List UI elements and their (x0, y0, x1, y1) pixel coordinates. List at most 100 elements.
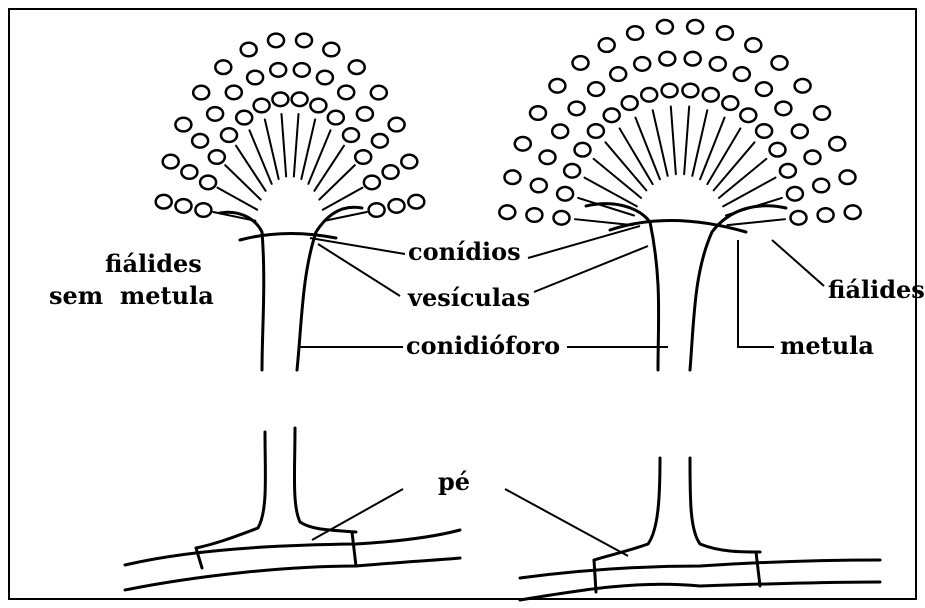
conidium-spore (610, 67, 626, 81)
conidium-spore (622, 96, 638, 110)
conidium-spore (505, 170, 521, 184)
conidium-spore (775, 102, 791, 116)
phialide (620, 128, 653, 184)
conidium-spore (569, 102, 585, 116)
conidium-spore (840, 170, 856, 184)
conidium-spore (627, 26, 643, 40)
conidium-spore (845, 205, 861, 219)
conidium-spore (357, 107, 373, 121)
conidium-spore (530, 106, 546, 120)
conidium-spore (383, 165, 399, 179)
conidium-spore (662, 84, 678, 98)
conidium-spore (717, 26, 733, 40)
conidium-spore (349, 60, 365, 74)
conidium-spore (756, 82, 772, 96)
conidium-spore (247, 71, 263, 85)
conidium-spore (526, 208, 542, 222)
leader-conidios-right (528, 226, 640, 258)
conidium-spore (703, 88, 719, 102)
conidium-spore (272, 93, 288, 107)
phialide (727, 219, 785, 225)
conidium-spore (343, 128, 359, 142)
phialide (236, 146, 266, 191)
label-vesiculas: vesículas (408, 286, 530, 310)
conidium-spore (588, 124, 604, 138)
label-conidios: conídios (408, 240, 521, 264)
conidium-spore (209, 150, 225, 164)
phialide (575, 219, 633, 225)
conidium-spore (369, 203, 385, 217)
conidium-spore (241, 43, 257, 57)
conidium-spore (814, 106, 830, 120)
conidium-spore (193, 86, 209, 100)
conidium-spore (515, 137, 531, 151)
conidium-spore (745, 38, 761, 52)
right-conidiophore (499, 20, 860, 370)
conidium-spore (552, 125, 568, 139)
conidium-spore (226, 86, 242, 100)
conidium-spore (795, 79, 811, 93)
right-foot-cell (520, 458, 880, 600)
conidium-spore (389, 199, 405, 213)
conidium-spore (254, 99, 270, 113)
label-sem-metula: sem metula (49, 284, 214, 308)
phialide (684, 106, 689, 174)
conidium-spore (756, 124, 772, 138)
conidium-spore (813, 179, 829, 193)
label-fialides-right: fiálides (828, 278, 925, 302)
conidium-spore (780, 164, 796, 178)
conidium-spore (296, 34, 312, 48)
leader-fialides-right (772, 240, 824, 286)
conidium-spore (805, 151, 821, 165)
conidium-spore (549, 79, 565, 93)
conidium-spore (268, 34, 284, 48)
conidium-spore (221, 128, 237, 142)
left-conidial-head (156, 34, 425, 221)
conidium-spore (181, 165, 197, 179)
conidium-spore (195, 203, 211, 217)
conidium-spore (791, 211, 807, 225)
leader-metula (738, 240, 774, 347)
conidium-spore (389, 118, 405, 132)
conidium-spore (192, 134, 208, 148)
conidium-spore (792, 125, 808, 139)
conidium-spore (540, 151, 556, 165)
conidium-spore (682, 84, 698, 98)
leader-vesiculas-right (534, 246, 648, 292)
conidium-spore (270, 63, 286, 77)
conidium-spore (657, 20, 673, 34)
conidium-spore (401, 155, 417, 169)
conidium-spore (292, 93, 308, 107)
leader-pe-left (312, 489, 403, 540)
phialide (714, 142, 755, 190)
conidium-spore (710, 57, 726, 71)
conidium-spore (818, 208, 834, 222)
conidium-spore (215, 60, 231, 74)
conidium-spore (588, 82, 604, 96)
conidium-spore (564, 164, 580, 178)
conidium-spore (372, 134, 388, 148)
leader-lines (300, 226, 824, 556)
conidium-spore (408, 195, 424, 209)
label-metula: metula (780, 334, 874, 358)
phialide (671, 106, 676, 174)
conidium-spore (829, 137, 845, 151)
conidium-spore (685, 52, 701, 66)
conidium-spore (573, 56, 589, 70)
conidium-spore (734, 67, 750, 81)
conidium-spore (770, 143, 786, 157)
conidium-spore (787, 187, 803, 201)
conidium-spore (659, 52, 675, 66)
phialide (707, 128, 740, 184)
conidium-spore (575, 143, 591, 157)
conidium-spore (236, 111, 252, 125)
conidium-spore (740, 109, 756, 123)
conidium-spore (338, 86, 354, 100)
phialide (294, 114, 299, 177)
conidium-spore (200, 176, 216, 190)
right-conidial-head (499, 20, 860, 225)
conidium-spore (294, 63, 310, 77)
conidium-spore (328, 111, 344, 125)
label-fialides-left: fiálides (105, 252, 202, 276)
